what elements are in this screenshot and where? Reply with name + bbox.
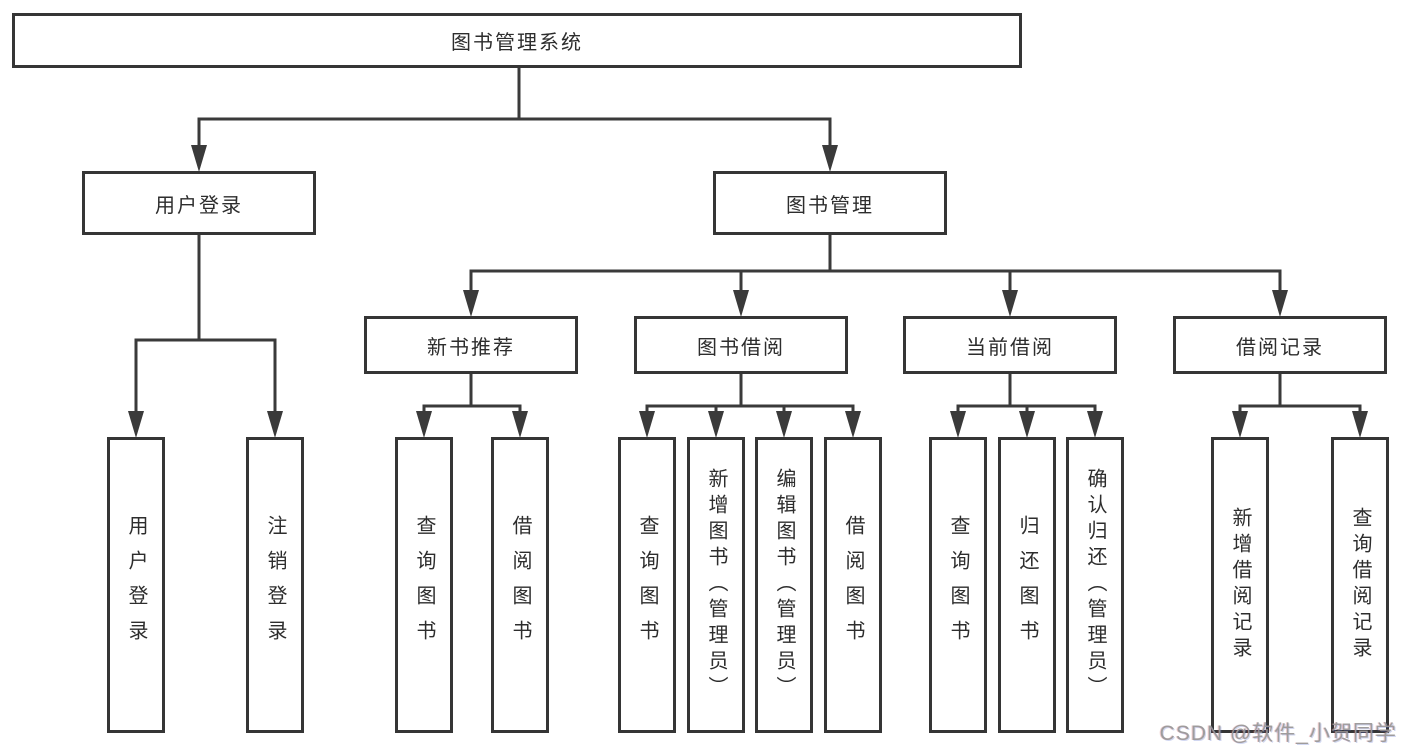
leaf-label: 确认归还（管理员） — [1084, 468, 1106, 702]
node-book-management: 图书管理 — [713, 171, 947, 235]
leaf-label: 新增借阅记录 — [1229, 507, 1251, 663]
leaf-label: 编辑图书（管理员） — [773, 468, 795, 702]
leaf-label: 用户登录 — [125, 515, 147, 655]
leaf-user-login: 用户登录 — [107, 437, 165, 733]
node-label: 当前借阅 — [966, 336, 1054, 359]
leaf-label: 归还图书 — [1016, 515, 1038, 655]
leaf-return-books: 归还图书 — [998, 437, 1056, 733]
node-label: 新书推荐 — [427, 336, 515, 359]
node-book-borrowing: 图书借阅 — [634, 316, 848, 374]
leaf-label: 查询图书 — [947, 515, 969, 655]
leaf-label: 借阅图书 — [842, 515, 864, 655]
leaf-logout: 注销登录 — [246, 437, 304, 733]
node-new-book-recommendation: 新书推荐 — [364, 316, 578, 374]
node-current-borrowing: 当前借阅 — [903, 316, 1117, 374]
node-label: 图书管理 — [786, 194, 874, 217]
node-label: 借阅记录 — [1236, 336, 1324, 359]
leaf-borrow-books-recommend: 借阅图书 — [491, 437, 549, 733]
node-label: 图书借阅 — [697, 336, 785, 359]
node-borrowing-records: 借阅记录 — [1173, 316, 1387, 374]
leaf-label: 查询图书 — [413, 515, 435, 655]
leaf-borrow-books: 借阅图书 — [824, 437, 882, 733]
node-library-management-system: 图书管理系统 — [12, 13, 1022, 68]
node-label: 图书管理系统 — [451, 32, 583, 54]
leaf-label: 查询借阅记录 — [1349, 507, 1371, 663]
leaf-add-borrow-record: 新增借阅记录 — [1211, 437, 1269, 733]
leaf-query-books-recommend: 查询图书 — [395, 437, 453, 733]
leaf-label: 注销登录 — [264, 515, 286, 655]
leaf-label: 借阅图书 — [509, 515, 531, 655]
leaf-add-books-admin: 新增图书（管理员） — [687, 437, 745, 733]
leaf-label: 查询图书 — [636, 515, 658, 655]
leaf-query-borrow-record: 查询借阅记录 — [1331, 437, 1389, 733]
node-label: 用户登录 — [155, 194, 243, 217]
csdn-watermark: CSDN @软件_小贺同学 — [1159, 722, 1397, 745]
leaf-query-books-current: 查询图书 — [929, 437, 987, 733]
node-user-login: 用户登录 — [82, 171, 316, 235]
leaf-query-books-borrow: 查询图书 — [618, 437, 676, 733]
leaf-edit-books-admin: 编辑图书（管理员） — [755, 437, 813, 733]
leaf-confirm-return-admin: 确认归还（管理员） — [1066, 437, 1124, 733]
leaf-label: 新增图书（管理员） — [705, 468, 727, 702]
